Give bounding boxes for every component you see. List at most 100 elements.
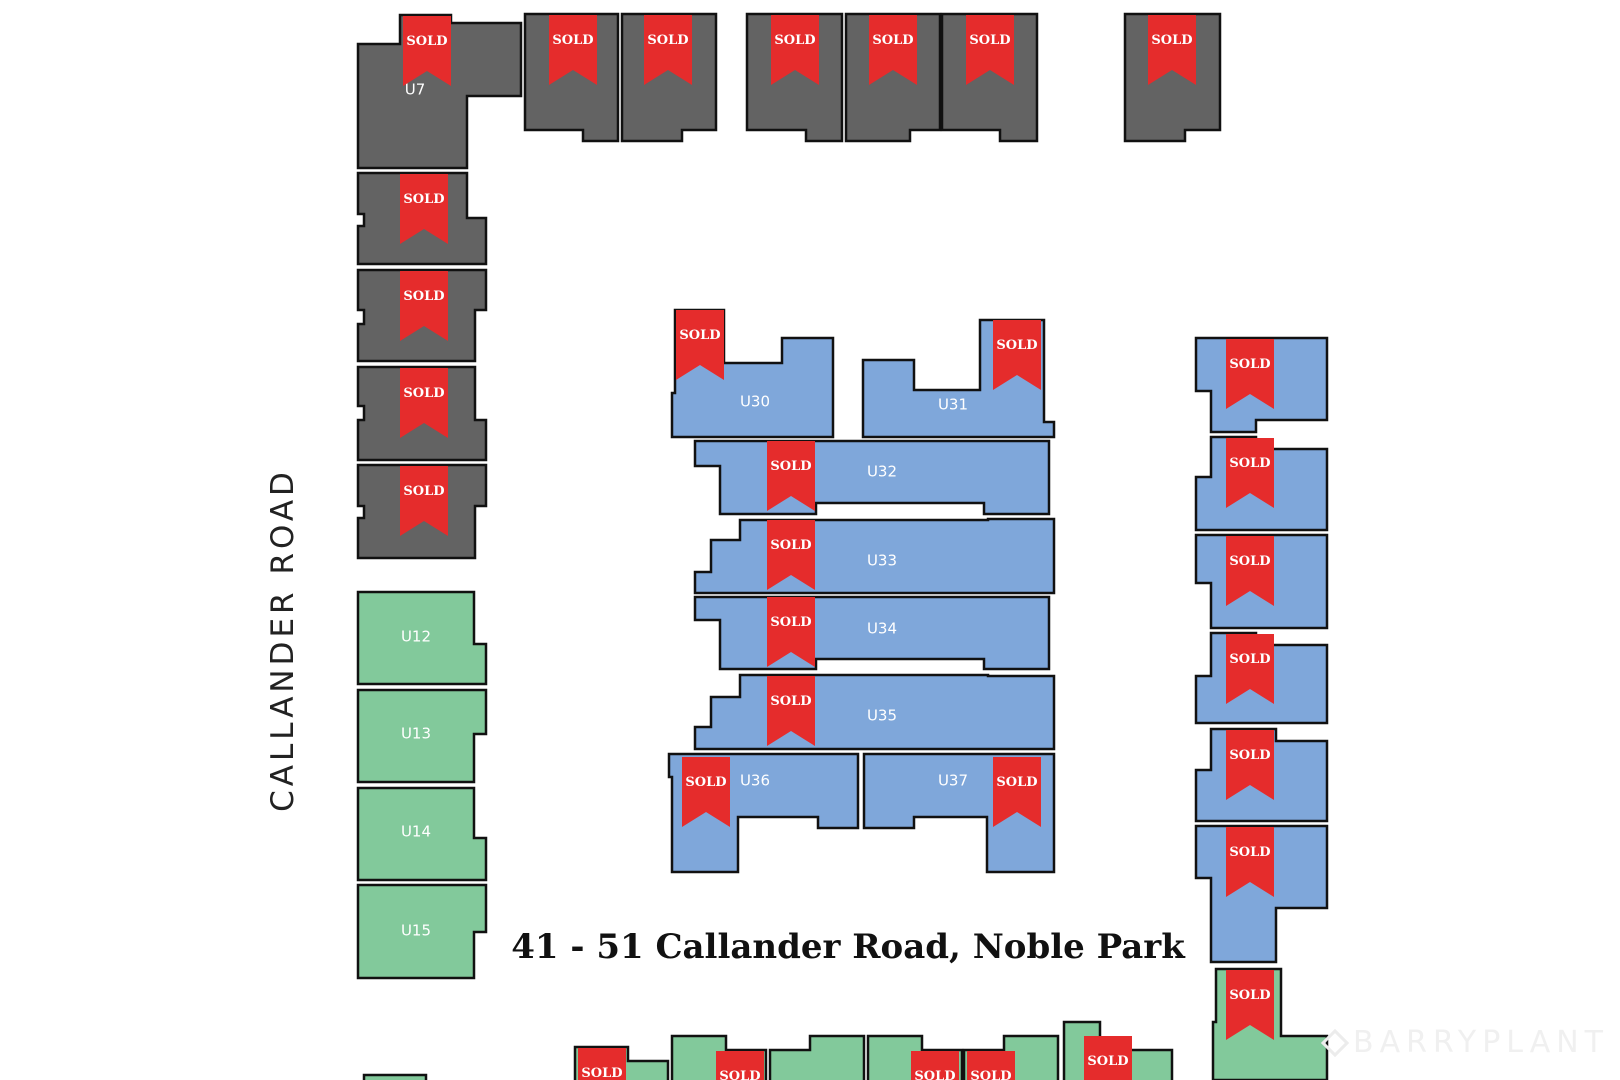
lot-u14[interactable]: U14: [356, 786, 488, 882]
sold-label: SOLD: [770, 459, 811, 474]
sold-ribbon: SOLD: [966, 15, 1014, 85]
lot-label: U13: [401, 725, 431, 743]
sold-ribbon-shape: [767, 441, 815, 511]
sold-ribbon: SOLD: [869, 15, 917, 85]
sold-ribbon: SOLD: [1148, 15, 1196, 85]
sold-ribbon: SOLD: [911, 1051, 959, 1080]
lot-u7[interactable]: U7: [356, 13, 523, 170]
watermark-text: BARRYPLANT: [1353, 1025, 1609, 1060]
sold-label: SOLD: [403, 386, 444, 401]
agency-watermark: BARRYPLANT: [1320, 1025, 1609, 1060]
sold-ribbon-shape: [869, 15, 917, 85]
lot-shape[interactable]: [356, 786, 488, 882]
sold-ribbon: SOLD: [993, 757, 1041, 827]
sold-ribbon: SOLD: [1226, 536, 1274, 606]
sold-ribbon-shape: [578, 1048, 626, 1080]
sold-ribbon-shape: [644, 15, 692, 85]
sold-ribbon: SOLD: [644, 15, 692, 85]
sold-ribbon-shape: [682, 757, 730, 827]
sold-ribbon: SOLD: [1084, 1036, 1132, 1080]
lot-shape[interactable]: [362, 1073, 428, 1080]
lot-u15[interactable]: U15: [356, 883, 488, 980]
lot-label: U7: [405, 81, 426, 99]
lot-u33[interactable]: U33: [693, 517, 1056, 595]
sold-ribbon: SOLD: [400, 271, 448, 341]
sold-ribbon-shape: [767, 520, 815, 590]
sold-label: SOLD: [872, 33, 913, 48]
sold-ribbon-shape: [400, 271, 448, 341]
lot-label: U14: [401, 823, 431, 841]
sold-label: SOLD: [996, 338, 1037, 353]
sold-ribbon-shape: [1226, 634, 1274, 704]
sold-ribbon-shape: [400, 174, 448, 244]
sold-ribbon-shape: [400, 466, 448, 536]
lot-shape[interactable]: [356, 883, 488, 980]
lot-bottom-1[interactable]: [362, 1073, 428, 1080]
sold-label: SOLD: [770, 615, 811, 630]
lot-shape[interactable]: [356, 590, 488, 686]
sold-label: SOLD: [996, 775, 1037, 790]
sold-label: SOLD: [770, 694, 811, 709]
lot-shape[interactable]: [356, 688, 488, 784]
sold-ribbon-shape: [716, 1051, 764, 1080]
sold-label: SOLD: [1229, 748, 1270, 763]
lot-label: U30: [740, 393, 770, 411]
sold-ribbon: SOLD: [1226, 827, 1274, 897]
lot-shape[interactable]: [356, 13, 523, 170]
sold-ribbon: SOLD: [967, 1051, 1015, 1080]
sold-label: SOLD: [914, 1069, 955, 1080]
sold-ribbons-layer: SOLD SOLD SOLD SOLD SOLD SOLD SOLD SOLD SOLD SOLD…: [400, 15, 1274, 1080]
lot-u34[interactable]: U34: [693, 595, 1051, 671]
sold-ribbon-shape: [966, 15, 1014, 85]
sold-ribbon-shape: [676, 310, 724, 380]
sold-ribbon: SOLD: [549, 15, 597, 85]
sold-ribbon: SOLD: [993, 320, 1041, 390]
lot-u13[interactable]: U13: [356, 688, 488, 784]
sold-ribbon-shape: [767, 597, 815, 667]
sold-label: SOLD: [581, 1066, 622, 1080]
sold-label: SOLD: [406, 34, 447, 49]
sold-ribbon-shape: [1226, 438, 1274, 508]
sold-ribbon: SOLD: [767, 597, 815, 667]
lot-label: U37: [938, 772, 968, 790]
lot-shape[interactable]: [768, 1034, 866, 1080]
sold-ribbon-shape: [1226, 339, 1274, 409]
sold-ribbon: SOLD: [1226, 730, 1274, 800]
lot-label: U32: [867, 463, 897, 481]
sold-ribbon: SOLD: [767, 676, 815, 746]
lot-label: U31: [938, 396, 968, 414]
sold-label: SOLD: [770, 538, 811, 553]
sold-ribbon: SOLD: [676, 310, 724, 380]
sold-ribbon: SOLD: [1226, 970, 1274, 1040]
sold-ribbon: SOLD: [767, 441, 815, 511]
sold-label: SOLD: [970, 1069, 1011, 1080]
sold-ribbon-shape: [1084, 1036, 1132, 1080]
sold-ribbon-shape: [1226, 730, 1274, 800]
sold-label: SOLD: [679, 328, 720, 343]
sold-ribbon: SOLD: [400, 466, 448, 536]
lot-u12[interactable]: U12: [356, 590, 488, 686]
sold-ribbon-shape: [911, 1051, 959, 1080]
lot-label: U36: [740, 772, 770, 790]
sold-label: SOLD: [552, 33, 593, 48]
sold-label: SOLD: [1229, 845, 1270, 860]
sold-label: SOLD: [1151, 33, 1192, 48]
sold-ribbon-shape: [1148, 15, 1196, 85]
sold-ribbon: SOLD: [767, 520, 815, 590]
sold-label: SOLD: [403, 484, 444, 499]
sold-ribbon-shape: [403, 16, 451, 86]
sold-label: SOLD: [719, 1069, 760, 1080]
lot-u35[interactable]: U35: [693, 673, 1056, 751]
sold-ribbon-shape: [967, 1051, 1015, 1080]
lot-label: U15: [401, 922, 431, 940]
sold-ribbon: SOLD: [682, 757, 730, 827]
sold-label: SOLD: [403, 289, 444, 304]
sold-ribbon-shape: [400, 368, 448, 438]
sold-label: SOLD: [403, 192, 444, 207]
street-label: CALLANDER ROAD: [265, 468, 301, 812]
sold-ribbon: SOLD: [771, 15, 819, 85]
lot-bottom-4[interactable]: [768, 1034, 866, 1080]
sold-ribbon: SOLD: [716, 1051, 764, 1080]
lot-u32[interactable]: U32: [693, 439, 1051, 516]
